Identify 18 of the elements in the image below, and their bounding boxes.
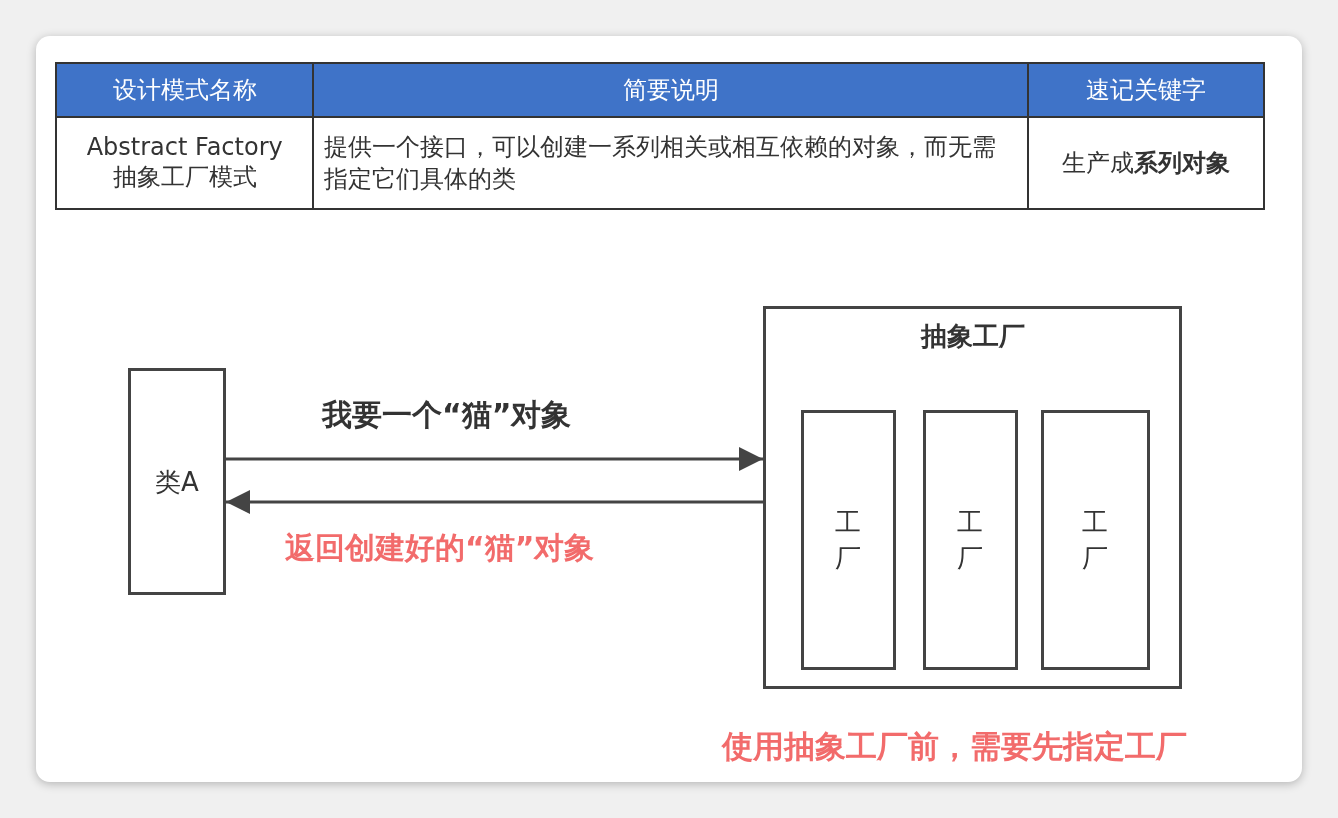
factory-box xyxy=(923,410,1018,670)
factory-box xyxy=(801,410,896,670)
arrow xyxy=(226,447,763,471)
node-label: 工厂 xyxy=(834,505,863,575)
table-cell: Abstract Factory 抽象工厂模式 xyxy=(56,117,314,209)
table-header-cell: 速记关键字 xyxy=(1027,63,1264,117)
node-label: 类A xyxy=(155,465,199,498)
node-label: 工厂 xyxy=(956,505,985,575)
arrow xyxy=(226,490,763,514)
container-box xyxy=(763,306,1182,689)
class-box xyxy=(128,368,226,595)
node-label: 抽象工厂 xyxy=(919,320,1026,353)
table-cell: 提供一个接口，可以创建一系列相关或相互依赖的对象，而无需指定它们具体的类 xyxy=(313,117,1028,209)
node-label: 工厂 xyxy=(1081,505,1110,575)
factory-box xyxy=(1041,410,1150,670)
table-header-cell: 设计模式名称 xyxy=(56,63,314,117)
table-header-cell: 简要说明 xyxy=(313,63,1028,117)
table-cell: 生产成系列对象 xyxy=(1027,117,1264,209)
